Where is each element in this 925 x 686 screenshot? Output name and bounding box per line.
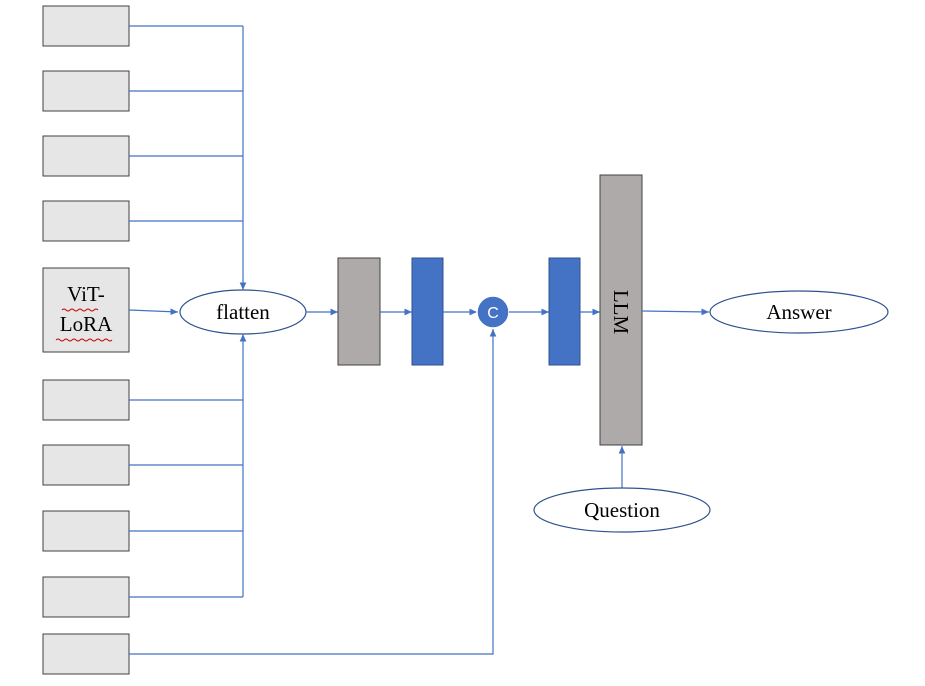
vit-to-flatten-arrow [128,308,179,316]
llm-block [599,174,643,446]
input-box-4 [42,200,130,242]
input-box-1 [42,5,130,47]
box9-to-concat-arrow [129,329,497,655]
input-box-6 [42,444,130,486]
answer-node [709,290,889,334]
answer-label: Answer [766,300,831,324]
input-box-7 [42,510,130,552]
question-label: Question [584,498,660,522]
input-box-5 [42,379,130,421]
flatten-label: flatten [216,300,270,324]
spellcheck-underline-1 [61,308,99,312]
input-box-8 [42,576,130,618]
llm-label: LLM [609,290,633,335]
vit-lora-label-line1: ViT- [67,282,105,306]
spellcheck-underline-2 [55,338,113,342]
input-box-3 [42,135,130,177]
vit-lora-label-line2: LoRA [60,312,113,336]
llm-to-answer-arrow [641,308,710,316]
visual-feature-block [411,257,444,366]
input-box-9 [42,633,130,675]
concat-label: C [487,305,499,322]
input-box-2 [42,70,130,112]
projector-block [337,257,381,366]
fused-feature-block [548,257,581,366]
question-node [533,487,711,533]
